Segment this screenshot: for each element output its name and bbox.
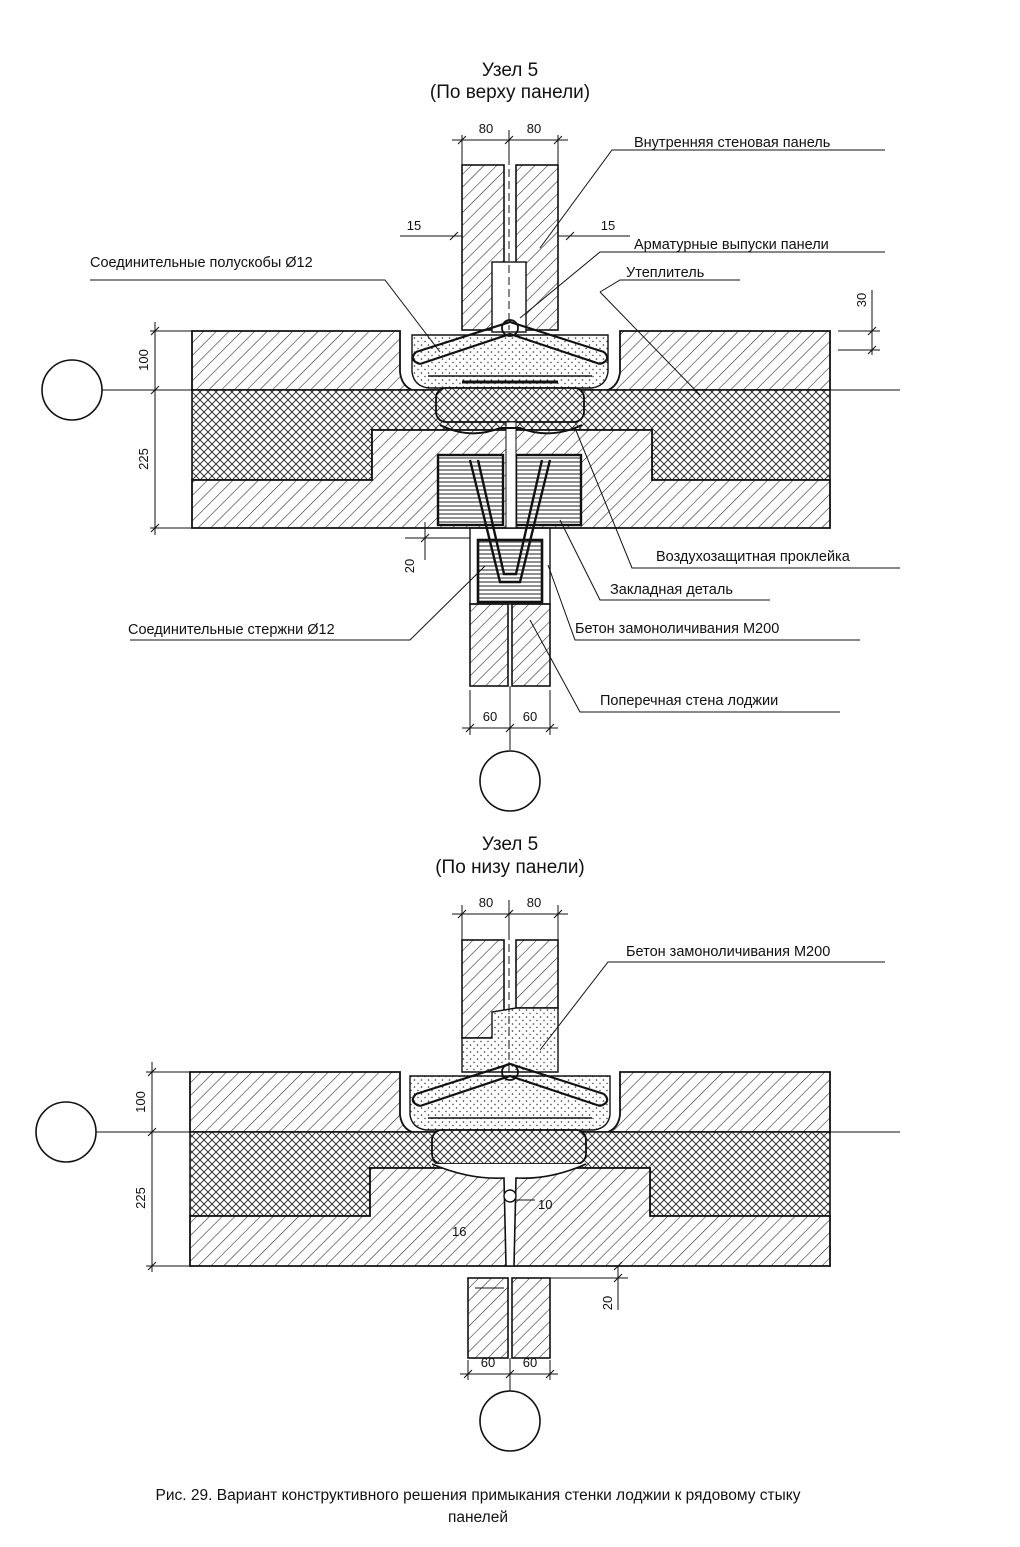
label-inner-panel: Внутренняя стеновая панель [634, 135, 830, 151]
top-title: Узел 5 [482, 60, 538, 81]
top-leaders [90, 149, 900, 713]
top-dimensions [102, 130, 900, 750]
label-embedded-part: Закладная деталь [610, 582, 733, 598]
joint-cavity [411, 334, 609, 529]
axis-marker-left-bottom [35, 1101, 97, 1163]
axis-marker-left-top [41, 359, 103, 421]
dim-10: 10 [538, 1197, 552, 1212]
label-insulation: Утеплитель [626, 265, 704, 281]
label-half-brackets: Соединительные полускобы Ø12 [90, 255, 313, 271]
label-connecting-rods: Соединительные стержни Ø12 [128, 622, 335, 638]
dim-80-left-bottom: 80 [479, 895, 493, 910]
loggia-wall [469, 527, 551, 687]
loggia-wall-bottom [467, 1277, 551, 1359]
dim-15-left: 15 [407, 218, 421, 233]
dim-16: 16 [452, 1224, 466, 1239]
dim-30: 30 [854, 293, 869, 307]
connecting-rods [468, 459, 552, 584]
dim-60-right: 60 [523, 709, 537, 724]
half-brackets-bottom [411, 1062, 609, 1119]
half-brackets [411, 319, 609, 384]
bottom-subtitle: (По низу панели) [435, 857, 585, 878]
dim-225-bottom: 225 [133, 1187, 148, 1209]
top-detail: Узел 5 (По верху панели) [41, 60, 900, 812]
figure-caption-line2: панелей [448, 1509, 508, 1526]
top-subtitle: (По верху панели) [430, 82, 590, 103]
bottom-detail: Узел 5 (По низу панели) [35, 834, 900, 1452]
inner-wall-panel-bottom [461, 920, 559, 1073]
dim-80-right: 80 [527, 121, 541, 136]
label-concrete-top: Бетон замоноличивания М200 [575, 621, 779, 637]
bottom-title: Узел 5 [482, 834, 538, 855]
label-concrete-bottom: Бетон замоноличивания М200 [626, 944, 830, 960]
inner-wall-panel [461, 145, 559, 333]
dim-60-left-bottom: 60 [481, 1355, 495, 1370]
label-air-seal: Воздухозащитная проклейка [656, 549, 851, 565]
dim-80-left: 80 [479, 121, 493, 136]
dim-15-right: 15 [601, 218, 615, 233]
dim-60-right-bottom: 60 [523, 1355, 537, 1370]
joint-cavity-bottom [409, 1075, 611, 1267]
axis-marker-bottom-top [479, 750, 541, 812]
figure-caption-line1: Рис. 29. Вариант конструктивного решения… [156, 1487, 801, 1504]
label-rebar-outlets: Арматурные выпуски панели [634, 237, 829, 253]
dim-20-bottom: 20 [600, 1296, 615, 1310]
leader-concrete-bottom [539, 961, 885, 1051]
dim-60-left: 60 [483, 709, 497, 724]
dim-100: 100 [136, 349, 151, 371]
axis-marker-bottom-bottom [479, 1390, 541, 1452]
dim-20: 20 [402, 559, 417, 573]
dim-100-bottom: 100 [133, 1091, 148, 1113]
bottom-dimensions [96, 900, 900, 1392]
dim-225: 225 [136, 448, 151, 470]
dim-80-right-bottom: 80 [527, 895, 541, 910]
label-loggia-wall: Поперечная стена лоджии [600, 693, 778, 709]
